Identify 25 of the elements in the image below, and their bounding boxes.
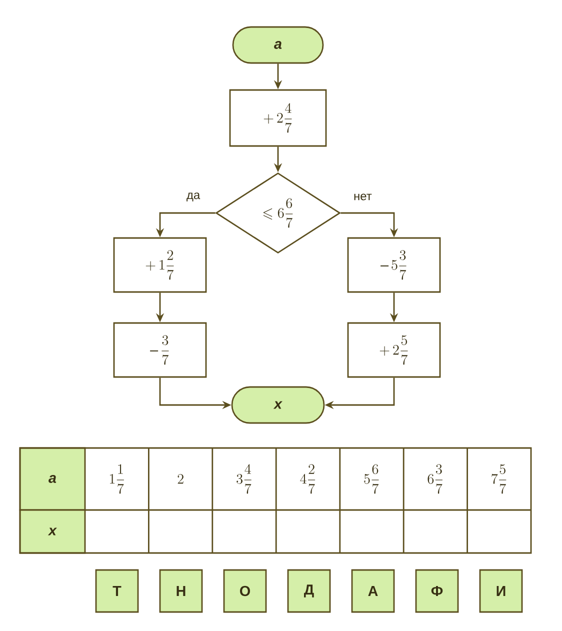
letter-tile: Д	[287, 569, 331, 613]
table-value: $1\frac{1}{7}$	[110, 464, 124, 494]
process-box: $-\,5\frac{3}{7}$	[347, 237, 441, 293]
terminal-box: x	[231, 386, 325, 424]
table-value: $6\frac{3}{7}$	[428, 464, 442, 494]
table-header: x	[48, 528, 57, 536]
letter-tile: Т	[95, 569, 139, 613]
letter-tile: Ф	[415, 569, 459, 613]
letter-tile: Н	[159, 569, 203, 613]
process-box: $+\,2\frac{5}{7}$	[347, 322, 441, 378]
edge-label: нет	[354, 194, 372, 200]
table-header: a	[48, 475, 56, 483]
process-box: $+\,1\frac{2}{7}$	[113, 237, 207, 293]
terminal-box: a	[232, 26, 324, 64]
process-box: $-\,\frac{3}{7}$	[113, 322, 207, 378]
letter-tile: О	[223, 569, 267, 613]
table-value: $3\frac{4}{7}$	[236, 464, 252, 494]
process-box: $+\,2\frac{4}{7}$	[229, 89, 327, 147]
table-value: $2$	[178, 474, 184, 484]
table-value: $5\frac{6}{7}$	[364, 464, 379, 494]
edge-label: да	[186, 192, 200, 202]
letter-tile: А	[351, 569, 395, 613]
letter-tile: И	[479, 569, 523, 613]
table-value: $4\frac{2}{7}$	[300, 464, 316, 494]
table-value: $7\frac{5}{7}$	[492, 464, 506, 494]
